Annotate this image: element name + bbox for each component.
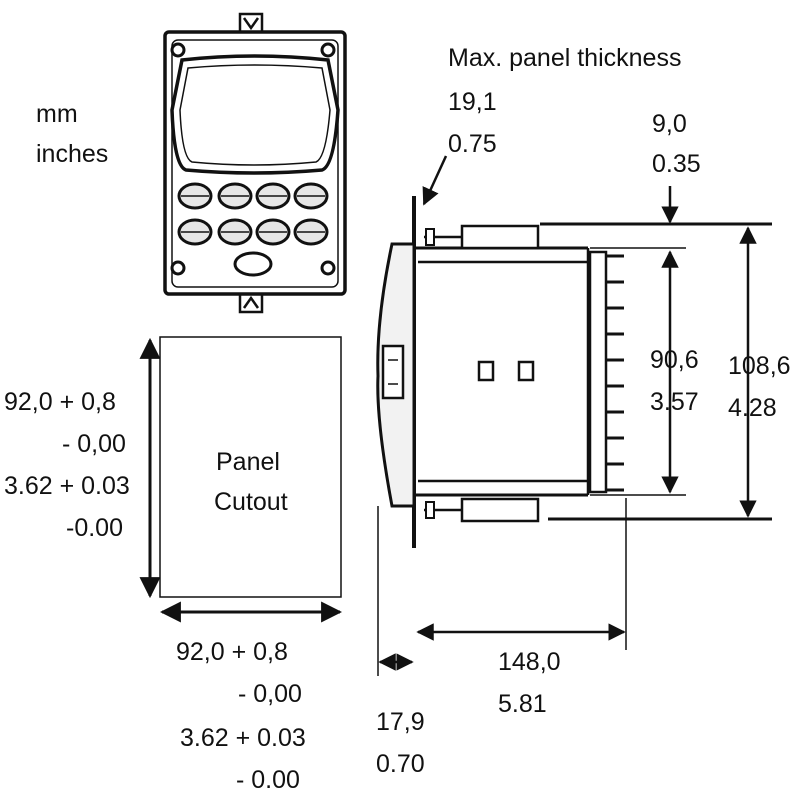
screw-top-left xyxy=(170,42,186,58)
panel-thickness-leader xyxy=(422,155,448,206)
bezel-latch xyxy=(381,344,405,400)
side-window xyxy=(517,360,535,382)
screw-bottom-right xyxy=(320,260,336,276)
side-window xyxy=(477,360,495,382)
panel-thickness-label: Max. panel thickness xyxy=(448,44,681,72)
bottom-clip xyxy=(238,292,264,314)
bezel-depth-in: 0.70 xyxy=(376,750,425,778)
cutout-width-mm: 92,0 + 0,8 xyxy=(176,638,288,666)
display-window xyxy=(170,54,340,175)
bottom-clamp xyxy=(460,497,540,523)
unit-mm-label: mm xyxy=(36,100,78,128)
cutout-width-in-tol: - 0.00 xyxy=(236,766,300,794)
terminal-offset-mm: 9,0 xyxy=(652,110,687,138)
depth-in: 5.81 xyxy=(498,690,547,718)
keypad xyxy=(177,182,329,277)
panel-thickness-in: 0.75 xyxy=(448,130,497,158)
overall-height-in: 4.28 xyxy=(728,394,777,422)
panel-thickness-mm: 19,1 xyxy=(448,88,497,116)
cutout-height-mm-tol: - 0,00 xyxy=(62,430,126,458)
cutout-label-1: Panel xyxy=(216,448,280,476)
overall-height-mm: 108,6 xyxy=(728,352,791,380)
cutout-label-2: Cutout xyxy=(214,488,288,516)
body-height-in: 3.57 xyxy=(650,388,699,416)
top-clip xyxy=(238,12,264,34)
cutout-height-in: 3.62 + 0.03 xyxy=(4,472,130,500)
cutout-height-mm: 92,0 + 0,8 xyxy=(4,388,116,416)
unit-inches-label: inches xyxy=(36,140,108,168)
front-view xyxy=(163,12,347,314)
screw-bottom-left xyxy=(170,260,186,276)
screw-top-right xyxy=(320,42,336,58)
cutout-width-in: 3.62 + 0.03 xyxy=(180,724,306,752)
panel-cutout xyxy=(159,336,342,598)
rear-terminal-block xyxy=(588,250,608,494)
cutout-height-in-tol: -0.00 xyxy=(66,514,123,542)
top-clamp xyxy=(460,224,540,250)
side-view xyxy=(376,196,624,548)
depth-mm: 148,0 xyxy=(498,648,561,676)
body-height-mm: 90,6 xyxy=(650,346,699,374)
center-key xyxy=(233,251,273,277)
bezel-depth-mm: 17,9 xyxy=(376,708,425,736)
terminal-offset-in: 0.35 xyxy=(652,150,701,178)
cutout-width-mm-tol: - 0,00 xyxy=(238,680,302,708)
